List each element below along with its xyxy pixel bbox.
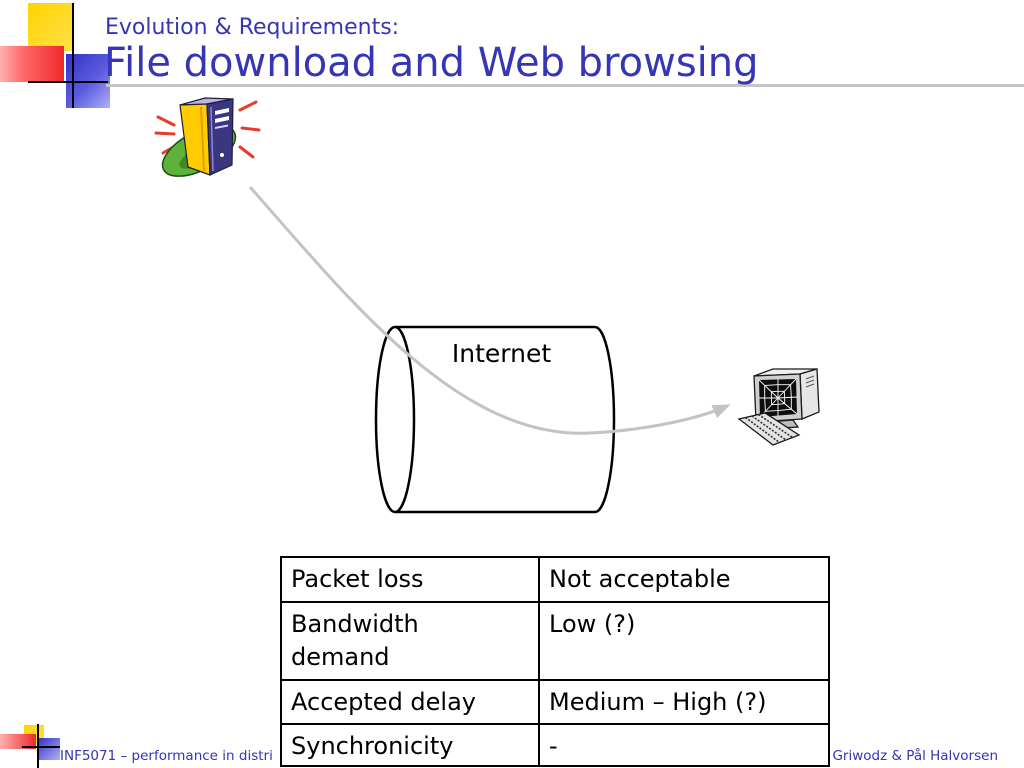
transfer-arrow (248, 186, 731, 435)
footer-logo-red-bar (0, 734, 36, 749)
title-underline (106, 84, 1024, 87)
table-cell-label: Bandwidth demand (282, 603, 540, 681)
keyboard (737, 412, 801, 446)
computer-icon (737, 368, 820, 446)
table-cell-value: - (540, 725, 830, 767)
table-cell-value: Medium – High (?) (540, 681, 830, 725)
table-cell-label: Packet loss (282, 558, 540, 603)
internet-cylinder (374, 325, 616, 514)
footer-logo-horizontal-line (22, 746, 60, 748)
logo-horizontal-line (28, 81, 108, 83)
cylinder-body (395, 325, 616, 514)
logo-red-bar (0, 46, 64, 82)
footer-authors-text: Griwodz & Pål Halvorsen (832, 748, 998, 764)
server-icon (154, 97, 261, 177)
drive-bay (215, 116, 229, 123)
table-cell-label: Accepted delay (282, 681, 540, 725)
monitor-side (799, 368, 820, 420)
slide-title: File download and Web browsing (104, 40, 759, 86)
table-cell-value: Low (?) (540, 603, 830, 681)
requirements-table: Packet loss Not acceptable Bandwidth dem… (280, 556, 830, 767)
footer-logo-blue-square (38, 738, 60, 760)
logo-yellow-square (28, 3, 74, 51)
slide-supertitle: Evolution & Requirements: (105, 15, 400, 40)
power-button (220, 153, 224, 157)
internet-label: Internet (451, 339, 552, 368)
cylinder-end (374, 325, 416, 514)
table-cell-value: Not acceptable (540, 558, 830, 603)
table-cell-label: Synchronicity (282, 725, 540, 767)
footer-course-text: INF5071 – performance in distri (60, 748, 273, 764)
drive-bay (215, 108, 229, 115)
logo-vertical-line (72, 3, 74, 108)
